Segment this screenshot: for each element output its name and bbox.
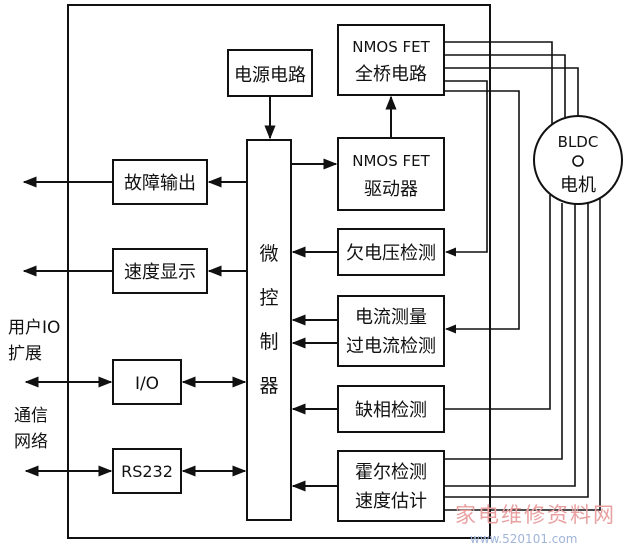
hall-wire-4 — [444, 198, 601, 511]
hall-wire-2 — [444, 204, 576, 487]
comm-network-label-line1: 通信 — [14, 406, 48, 426]
microcontroller-char-1: 微 — [259, 243, 278, 265]
microcontroller-char-2: 控 — [259, 287, 278, 309]
comm-network-label-line2: 网络 — [14, 432, 48, 452]
bldc-motor: BLDC 电机 — [533, 115, 623, 205]
external-left-connections — [22, 176, 113, 477]
current-measure-block: 电流测量 过电流检测 — [337, 295, 445, 367]
phase-wire-a — [444, 41, 553, 124]
watermark: 家电维修资料网 www.520101.com — [455, 503, 616, 546]
hall-detect-block: 霍尔检测 速度估计 — [337, 450, 445, 522]
motor-label-line1: BLDC — [558, 133, 599, 151]
hall-wire-1 — [444, 203, 563, 460]
comm-network-label: 通信 网络 — [14, 406, 48, 452]
power-supply-label: 电源电路 — [234, 65, 306, 86]
watermark-url: www.520101.com — [470, 532, 577, 546]
undervoltage-detect-label: 欠电压检测 — [346, 243, 436, 264]
phase-loss-sense-wire — [444, 195, 551, 410]
hall-wire-3 — [444, 203, 589, 498]
phase-wire-b — [444, 54, 566, 117]
fault-output-label: 故障输出 — [124, 173, 196, 194]
full-bridge-label-line2: 全桥电路 — [355, 64, 427, 85]
undervoltage-sense-wire — [444, 80, 488, 257]
fet-driver-label-line2: 驱动器 — [364, 179, 418, 200]
hall-detect-label-line2: 速度估计 — [355, 491, 427, 512]
fault-output-block: 故障输出 — [112, 159, 208, 205]
power-supply-block: 电源电路 — [227, 49, 313, 97]
undervoltage-detect-block: 欠电压检测 — [337, 228, 445, 276]
user-io-label: 用户IO 扩展 — [8, 318, 60, 364]
motor-wiring — [444, 41, 601, 511]
io-label: I/O — [135, 374, 159, 394]
full-bridge-block: NMOS FET 全桥电路 — [337, 24, 445, 96]
microcontroller-char-3: 制 — [259, 331, 278, 353]
motor-center-symbol — [572, 155, 584, 167]
motor-label-line2: 电机 — [560, 175, 596, 196]
full-bridge-label-line1: NMOS FET — [352, 38, 430, 56]
rs232-label: RS232 — [121, 462, 173, 481]
user-io-label-line1: 用户IO — [8, 318, 60, 338]
hall-detect-label-line1: 霍尔检测 — [355, 462, 427, 483]
watermark-text: 家电维修资料网 — [455, 503, 616, 527]
phase-loss-detect-label: 缺相检测 — [355, 400, 427, 421]
current-measure-label-line1: 电流测量 — [355, 307, 427, 328]
current-measure-label-line2: 过电流检测 — [346, 336, 436, 357]
fet-driver-label-line1: NMOS FET — [352, 152, 430, 170]
internal-connections — [181, 95, 397, 492]
phase-wire-c — [444, 67, 579, 116]
microcontroller-char-4: 器 — [259, 375, 278, 397]
speed-display-block: 速度显示 — [112, 248, 208, 294]
microcontroller-block: 微 控 制 器 — [246, 139, 292, 521]
user-io-label-line2: 扩展 — [8, 344, 42, 364]
current-sense-wire — [444, 90, 520, 334]
rs232-block: RS232 — [112, 448, 182, 494]
io-block: I/O — [112, 359, 182, 405]
phase-loss-detect-block: 缺相检测 — [337, 385, 445, 433]
speed-display-label: 速度显示 — [124, 262, 196, 283]
fet-driver-block: NMOS FET 驱动器 — [337, 137, 445, 211]
